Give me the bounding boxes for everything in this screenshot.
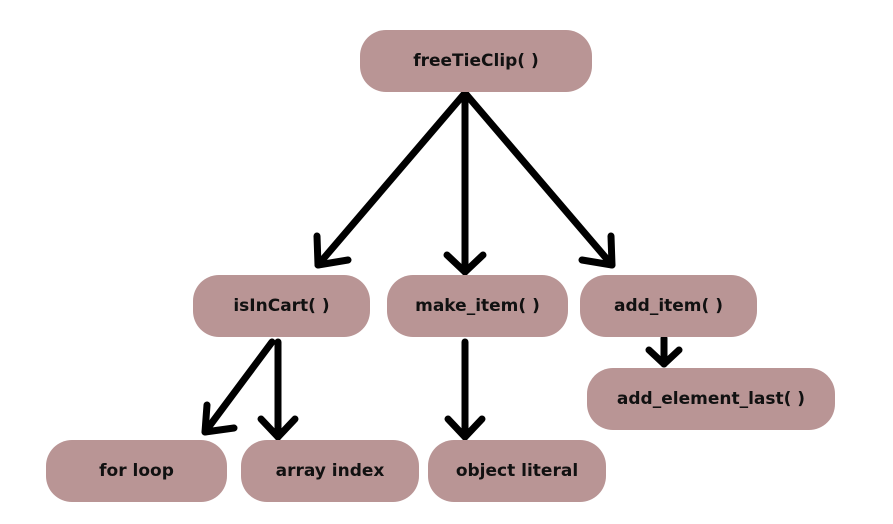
arrow-root-to-additem [461, 89, 616, 269]
arrow-isincart-to-arrayindex [257, 338, 299, 441]
node-add-item: add_item( ) [580, 275, 757, 337]
node-isincart: isInCart( ) [193, 275, 370, 337]
node-freetieclip: freeTieClip( ) [360, 30, 592, 92]
node-label: freeTieClip( ) [413, 51, 539, 71]
node-label: object literal [455, 461, 579, 481]
arrow-additem-to-addlast [645, 334, 683, 368]
node-array-index: array index [241, 440, 419, 502]
node-label: for loop [99, 461, 174, 481]
node-make-item: make_item( ) [387, 275, 568, 337]
node-add-element-last: add_element_last( ) [587, 368, 835, 430]
arrow-makeitem-to-objlit [444, 338, 486, 441]
node-for-loop: for loop [46, 440, 227, 502]
node-label: add_element_last( ) [616, 389, 806, 409]
arrow-isincart-to-forloop [201, 338, 276, 436]
arrow-root-to-isincart [313, 89, 469, 269]
node-object-literal: object literal [428, 440, 606, 502]
arrow-root-to-makeitem [443, 89, 487, 276]
node-label: add_item( ) [614, 296, 723, 316]
node-label: make_item( ) [415, 296, 540, 316]
node-label: isInCart( ) [233, 296, 330, 316]
node-label: array index [275, 461, 385, 481]
